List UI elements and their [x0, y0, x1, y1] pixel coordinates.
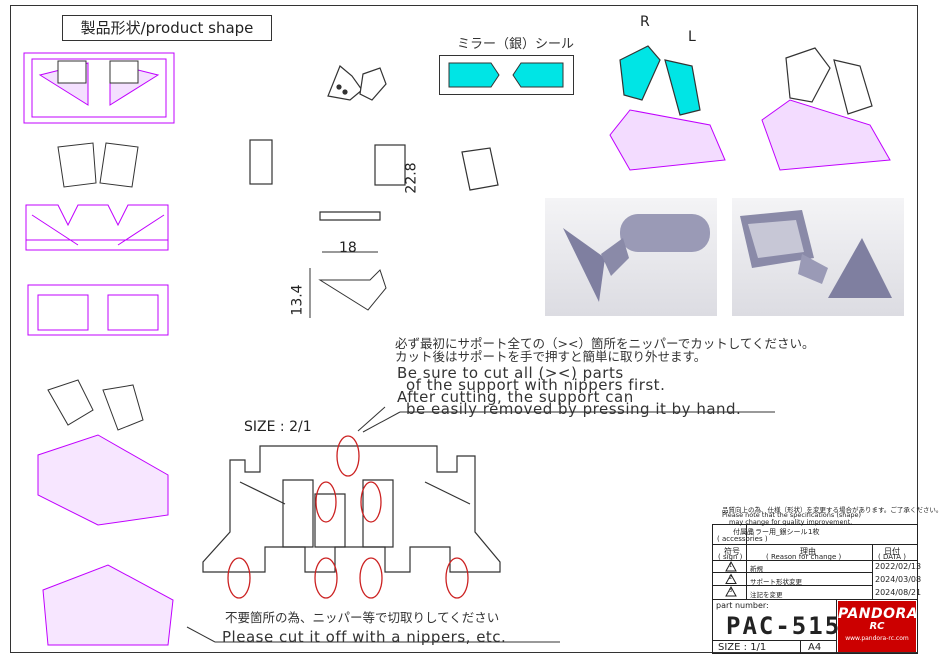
- page-title: 製品形状/product shape: [62, 15, 272, 41]
- support-detail-drawing: [202, 435, 501, 599]
- revision-3-reason: 注記を変更: [750, 591, 783, 599]
- revision-triangles: [725, 560, 737, 597]
- instruction-jp-2: カット後はサポートを手で押すと簡単に取り外せます。: [395, 349, 707, 364]
- spec-note-jp: 品質向上の為、仕様（形状）を変更する場合があります。ご了承ください。: [722, 506, 942, 514]
- date-label-en: ( DATA ): [878, 553, 906, 561]
- part-number-label: part number:: [716, 601, 769, 610]
- render-image-front: [545, 198, 717, 316]
- spec-note-en-2: may change for quality improvement.: [729, 518, 853, 526]
- sign-label-en: ( sign ): [718, 553, 743, 561]
- seal-right: [448, 62, 500, 88]
- accessories-label: 付属品: [733, 528, 754, 536]
- accessories-qty: 1枚: [808, 528, 820, 536]
- instruction-en-4: be easily removed by pressing it by hand…: [406, 400, 742, 418]
- iso-views-right: [609, 45, 891, 171]
- revision-3-date: 2024/08/21: [875, 588, 922, 597]
- revision-1-reason: 新規: [750, 565, 763, 573]
- size-2-1-label: SIZE : 2/1: [244, 419, 312, 435]
- instruction-en-3: After cutting, the support can: [397, 388, 634, 406]
- instruction-en-2: of the support with nippers first.: [406, 376, 666, 394]
- reason-label: 理由: [800, 547, 816, 556]
- instruction-leader: [362, 411, 775, 433]
- revision-1-date: 2022/02/13: [875, 562, 922, 571]
- dim-height: 22.8: [403, 162, 420, 194]
- top-view-outline: [23, 52, 175, 124]
- seal-left: [512, 62, 564, 88]
- brand-url: www.pandora-rc.com: [845, 635, 909, 642]
- revision-2-date: 2024/03/08: [875, 575, 922, 584]
- instruction-jp-1: 必ず最初にサポート全ての（><）箇所をニッパーでカットしてください。: [395, 336, 815, 351]
- paper-size: A4: [808, 642, 822, 653]
- accessories-label-en: ( accessories ): [717, 535, 768, 543]
- instruction-en-1: Be sure to cut all (><) parts: [397, 364, 624, 382]
- brand-name: PANDORA: [838, 606, 919, 622]
- support-views-left: [23, 52, 175, 646]
- scale-label: SIZE : 1/1: [718, 642, 767, 653]
- sign-label: 符号: [724, 547, 740, 556]
- revision-1-sign: 1: [729, 563, 733, 569]
- accessories-value: ミラー用_銀シール: [748, 528, 808, 536]
- size-leader: [357, 406, 386, 432]
- drawing-frame: [10, 5, 918, 653]
- mirror-seal-box: [439, 55, 574, 95]
- date-label: 日付: [884, 547, 900, 556]
- label-r: R: [640, 14, 650, 30]
- label-l: L: [688, 29, 696, 45]
- spec-note-en-1: Please note that the specifications (sha…: [722, 511, 862, 519]
- cut-note-jp: 不要箇所の為、ニッパー等で切取りしてください: [225, 610, 500, 625]
- dim-view: [309, 251, 387, 318]
- render-image-back: [732, 198, 904, 316]
- brand-sub: RC: [869, 621, 885, 632]
- brand-logo: PANDORA RC www.pandora-rc.com: [838, 601, 919, 652]
- cut-note-leader: [186, 626, 560, 643]
- revision-2-sign: 2: [729, 575, 733, 581]
- side-views: [249, 65, 499, 221]
- reason-label-en: ( Reason for change ): [766, 553, 842, 561]
- revision-2-reason: サポート形状変更: [750, 578, 802, 586]
- revision-3-sign: 3: [729, 588, 733, 594]
- title-block: [712, 524, 918, 654]
- part-number: PAC-515: [726, 612, 842, 640]
- mirror-seal-label: ミラー（銀）シール: [457, 37, 575, 52]
